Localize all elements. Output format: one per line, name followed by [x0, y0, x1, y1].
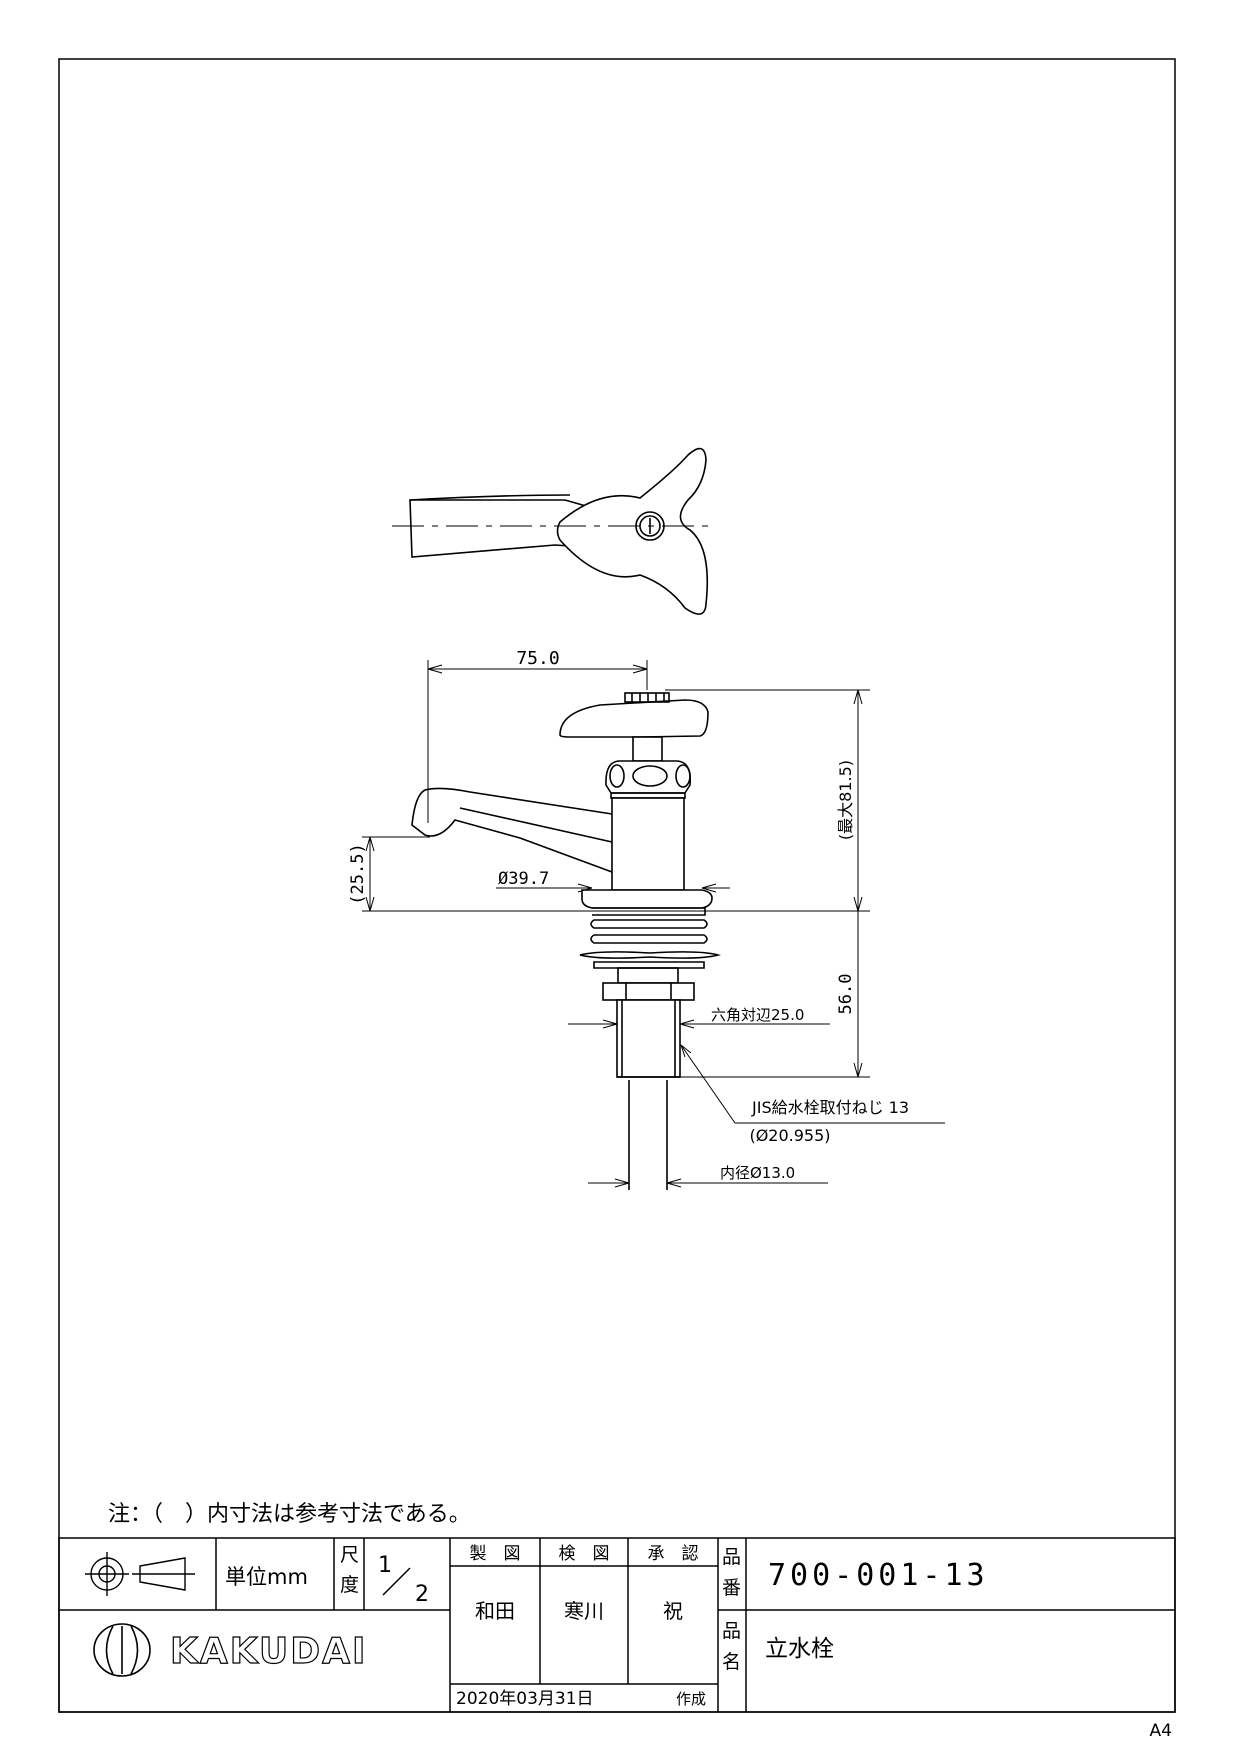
scale-label-1: 尺: [340, 1544, 359, 1566]
name-label-1: 品: [722, 1620, 741, 1642]
handle-top-outline: [556, 447, 709, 615]
checked-by: 寒川: [564, 1599, 604, 1623]
kakudai-logo-text: KAKUDAI: [170, 1631, 367, 1672]
drawn-label: 製 図: [470, 1544, 521, 1564]
unit-label: 単位mm: [225, 1565, 308, 1589]
threaded-shank: [616, 999, 681, 1078]
dim-overall-height: (最大81.5): [836, 760, 855, 840]
note-text: 注：（ ）内寸法は参考寸法である。: [108, 1502, 471, 1527]
dim-spout-reach: 75.0: [516, 648, 559, 669]
spout: [411, 787, 613, 873]
dimension-texts: 75.0 (最大81.5) (25.5) Ø39.7 56.0 六角対辺25.0…: [348, 648, 909, 1182]
handle-side: [559, 699, 709, 738]
hex-nut: [602, 982, 695, 1001]
wave-washer: [579, 951, 721, 959]
dim-inner-dia: 内径Ø13.0: [720, 1164, 795, 1182]
name-label-2: 名: [722, 1651, 741, 1673]
dim-flange-dia: Ø39.7: [498, 869, 549, 889]
paper-size: A4: [1150, 1721, 1172, 1741]
title-block: [58, 1537, 1176, 1713]
dim-hex-size: 六角対辺25.0: [711, 1006, 804, 1024]
flange: [581, 889, 713, 909]
handle-cap: [624, 692, 670, 703]
ring-2: [590, 919, 708, 929]
number-label-1: 品: [722, 1546, 741, 1568]
date: 2020年03月31日: [456, 1689, 594, 1709]
kakudai-logo-icon: [93, 1623, 151, 1677]
shank: [617, 967, 679, 984]
spout-top-edge: [409, 494, 571, 501]
scale-numerator: 1: [378, 1553, 392, 1578]
created-label: 作成: [676, 1690, 706, 1708]
part-name: 立水栓: [765, 1636, 834, 1662]
approved-label: 承 認: [648, 1544, 699, 1564]
approved-by: 祝: [663, 1599, 683, 1623]
bonnet-oval: [632, 765, 668, 787]
spout-inner-line: [459, 807, 613, 843]
dim-spout-height: (25.5): [348, 843, 368, 904]
scale-label-2: 度: [340, 1574, 359, 1596]
number-label-2: 番: [722, 1577, 741, 1599]
dim-thread-dia: (Ø20.955): [749, 1126, 830, 1145]
front-view: [411, 692, 721, 1190]
top-view: [392, 447, 710, 615]
dim-body-height: 56.0: [836, 974, 856, 1015]
bonnet-right-lobe: [675, 764, 691, 788]
title-block-texts: 単位mm 尺 度 1 2 製 図 検 図 承 認 和田 寒川 祝 品 番 700…: [225, 1544, 989, 1709]
ring-3: [590, 934, 708, 944]
drawn-by: 和田: [475, 1599, 515, 1623]
dim-thread: JIS給水栓取付ねじ 13: [751, 1098, 909, 1117]
dimension-lines: [362, 660, 945, 1188]
stem: [632, 736, 663, 762]
part-number: 700-001-13: [768, 1558, 989, 1593]
bonnet-left-lobe: [609, 764, 625, 788]
scale-denominator: 2: [415, 1582, 429, 1607]
checked-label: 検 図: [559, 1544, 610, 1564]
projection-symbol-icon: [85, 1552, 195, 1596]
body: [611, 797, 685, 891]
ring-4: [593, 961, 705, 969]
